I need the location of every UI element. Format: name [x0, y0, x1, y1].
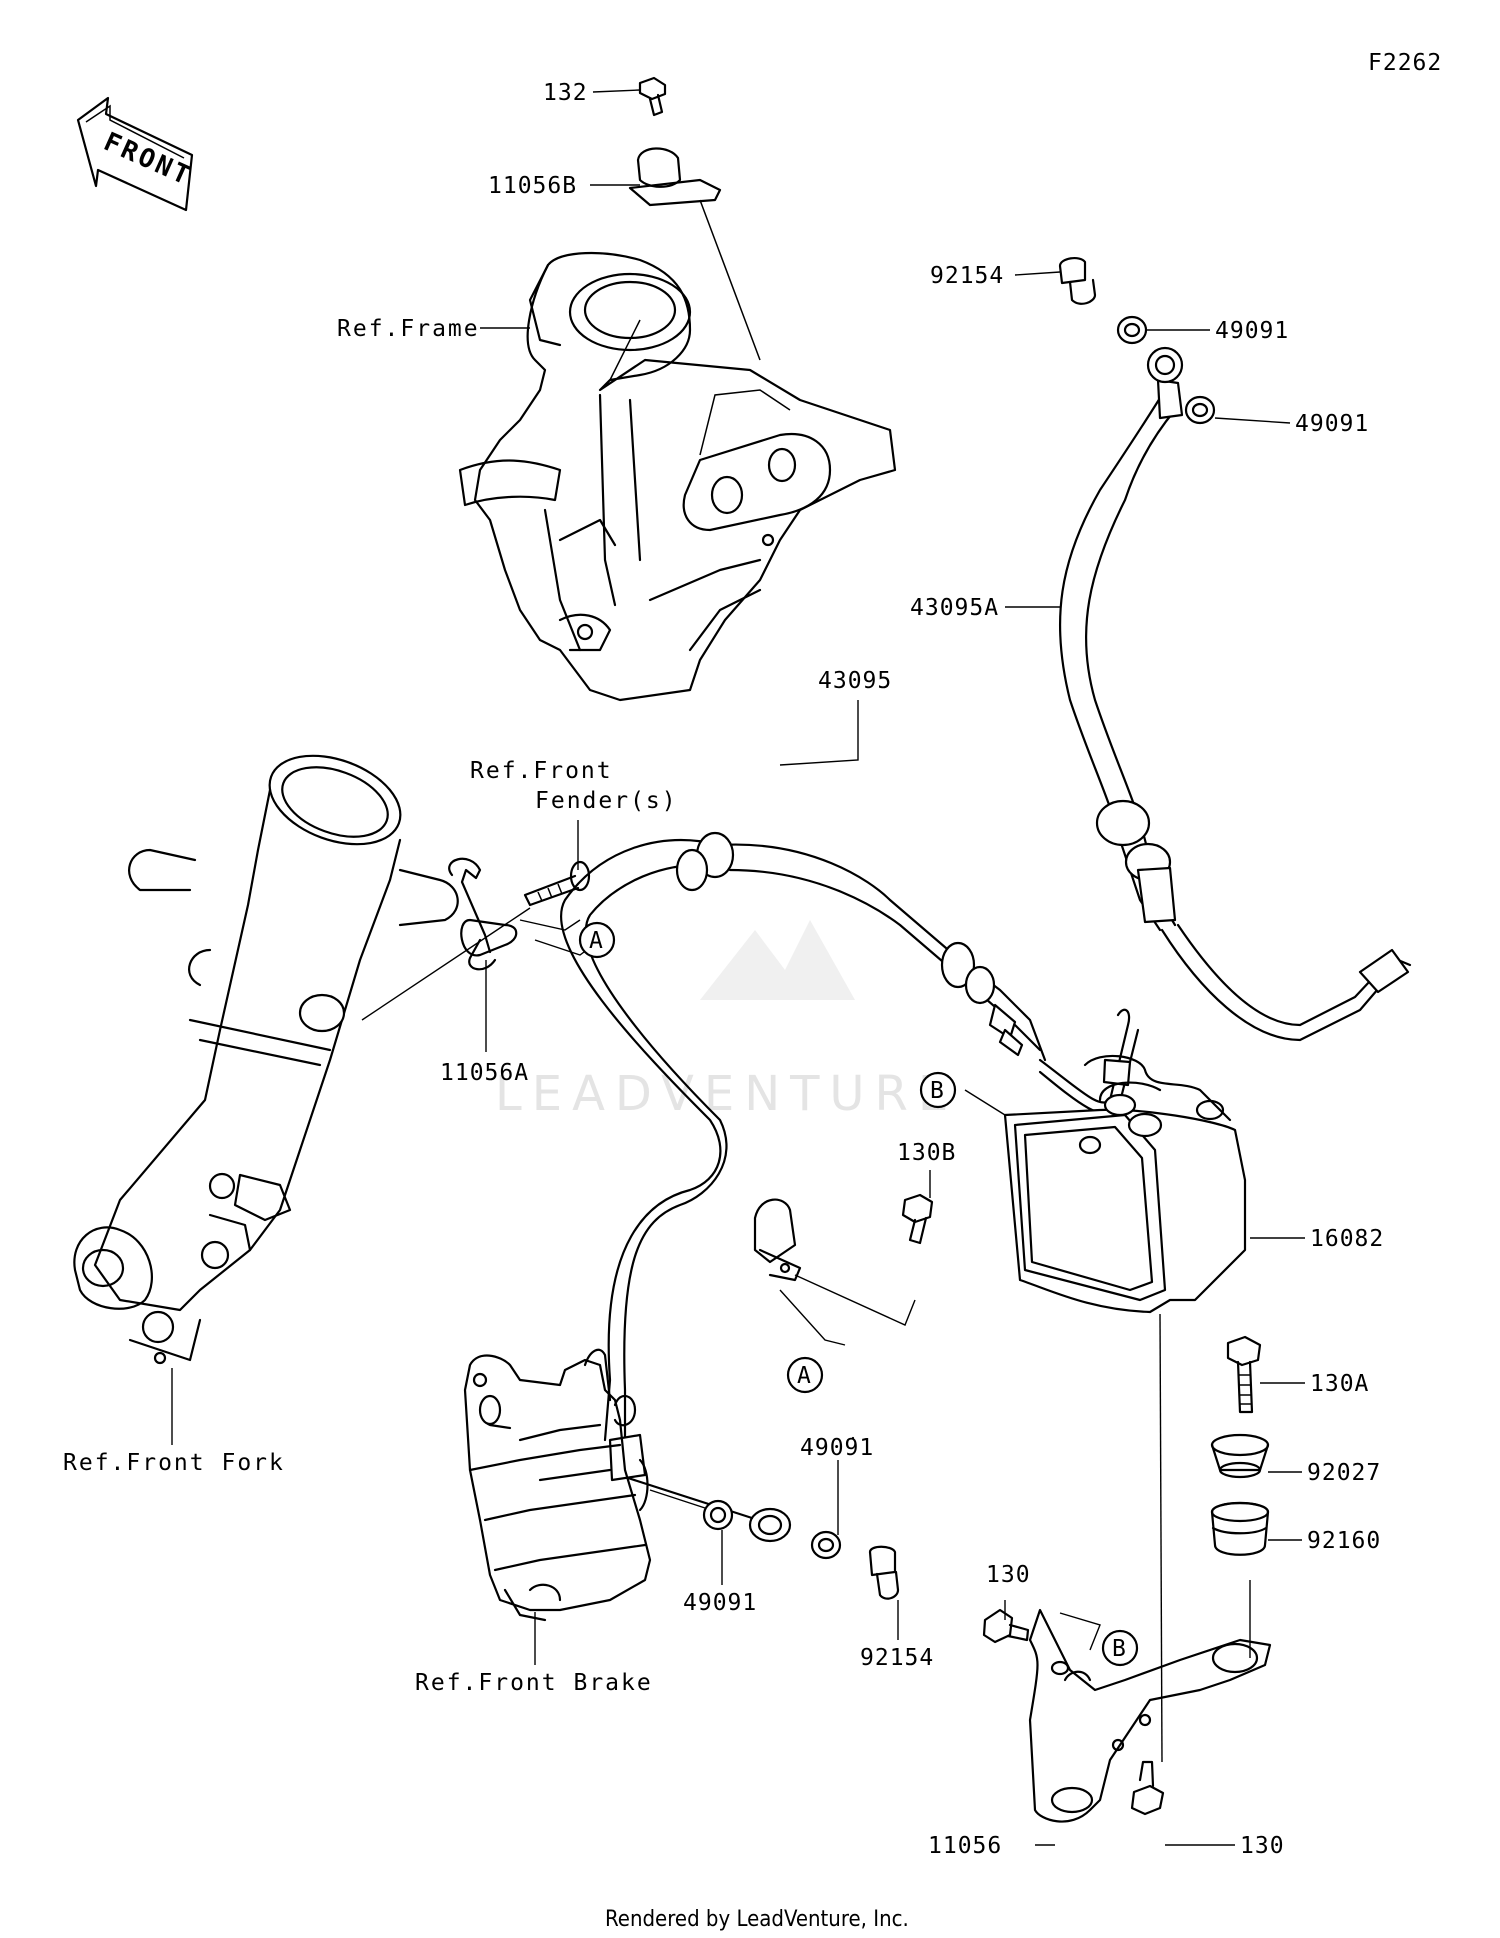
bolt-130-lower [1130, 1760, 1165, 1816]
callout-132: 132 [543, 80, 588, 106]
callout-49091-a: 49091 [1215, 318, 1289, 344]
callout-ref-front-brake: Ref.Front Brake [415, 1670, 653, 1696]
callout-130: 130 [986, 1562, 1031, 1588]
bolt-130-upper [982, 1608, 1030, 1644]
callout-92160: 92160 [1307, 1528, 1381, 1554]
callout-ref-front-fender-1: Ref.Front [470, 758, 613, 784]
footer-credit: Rendered by LeadVenture, Inc. [605, 1907, 909, 1932]
banjo-set-top [1058, 256, 1216, 425]
marker-a-top [578, 921, 616, 959]
leader-lines [171, 89, 1305, 1846]
grommet-92160 [1210, 1501, 1270, 1556]
callout-92154-bottom: 92154 [860, 1645, 934, 1671]
bolt-130B [901, 1193, 934, 1245]
front-fork-illustration [73, 754, 459, 1365]
collar-92027 [1210, 1433, 1270, 1479]
callout-43095: 43095 [818, 668, 892, 694]
marker-b-top-label: B [930, 1078, 945, 1104]
callout-11056: 11056 [928, 1833, 1002, 1859]
callout-130B: 130B [897, 1140, 956, 1166]
brake-hose-43095A [1058, 378, 1412, 1042]
callout-92027: 92027 [1307, 1460, 1381, 1486]
callout-49091-c: 49091 [800, 1435, 874, 1461]
marker-a-top-label: A [589, 928, 604, 954]
bolt-130A [1226, 1335, 1262, 1414]
marker-lines [534, 939, 1251, 1763]
callout-49091-b: 49091 [1295, 411, 1369, 437]
frame-illustration [458, 251, 897, 702]
callout-ref-front-fender-2: Fender(s) [535, 788, 678, 814]
callout-43095A: 43095A [910, 595, 999, 621]
front-arrow: FRONT [76, 96, 197, 212]
banjo-set-bottom [649, 1489, 900, 1600]
clamp-11056B [628, 147, 761, 361]
callout-ref-frame: Ref.Frame [337, 316, 480, 342]
front-arrow-label: FRONT [99, 127, 196, 192]
callout-49091-d: 49091 [683, 1590, 757, 1616]
brake-caliper-illustration [463, 1348, 652, 1622]
callout-labels: 132 11056B Ref.Frame 92154 49091 49091 4… [63, 80, 1384, 1859]
bolt-132 [638, 76, 667, 117]
callout-130A: 130A [1310, 1371, 1369, 1397]
marker-a-bottom [786, 1356, 824, 1394]
marker-a-bottom-label: A [797, 1363, 812, 1389]
marker-b-bottom-label: B [1112, 1636, 1127, 1662]
callout-16082: 16082 [1310, 1226, 1384, 1252]
callout-ref-front-fork: Ref.Front Fork [63, 1450, 285, 1476]
fender-bolt [523, 860, 591, 907]
marker-b-top [919, 1071, 957, 1109]
abs-unit [1003, 1054, 1247, 1314]
reference-markers: A A B B [578, 921, 1139, 1667]
watermark-text: LEADVENTURE [495, 1066, 958, 1122]
watermark: LEADVENTURE [495, 920, 958, 1122]
marker-b-bottom [1101, 1629, 1139, 1667]
diagram-code: F2262 [1368, 50, 1442, 76]
clamp-11056A [361, 857, 581, 1021]
callout-130-bottom: 130 [1240, 1833, 1285, 1859]
callout-11056B: 11056B [488, 173, 577, 199]
callout-92154-top: 92154 [930, 263, 1004, 289]
callout-11056A: 11056A [440, 1060, 529, 1086]
bracket-11056 [1028, 1608, 1272, 1823]
